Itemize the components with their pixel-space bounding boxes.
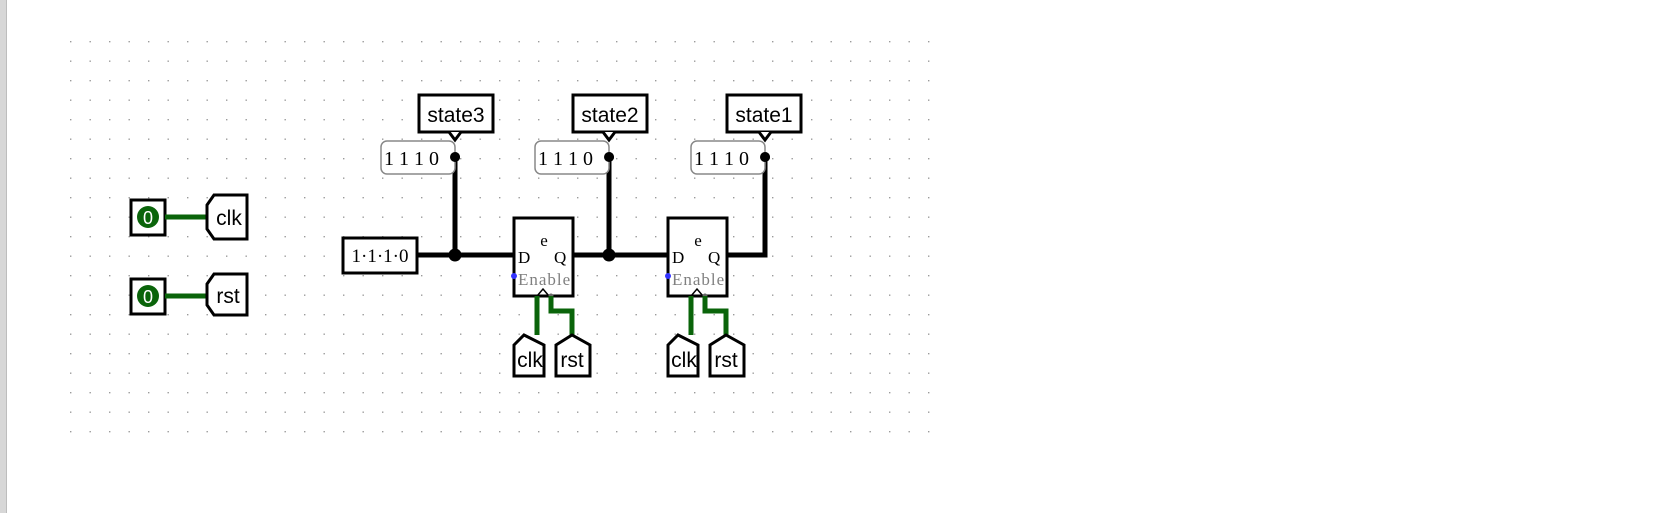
state2-probe-value: 1 1 1 0 [538, 148, 593, 170]
register-2-control-wires[interactable] [688, 296, 729, 335]
circuit-canvas[interactable]: 0 clk 0 rst 1·1·1·0 state3 [6, 0, 1653, 513]
register-2-rst-label: rst [714, 349, 737, 372]
clk-input-pin[interactable]: 0 [129, 198, 167, 237]
state2-output[interactable]: state2 [571, 93, 649, 143]
register-1-control-wires[interactable] [534, 296, 575, 335]
state3-label: state3 [427, 104, 484, 127]
constant-1110[interactable]: 1·1·1·0 [341, 236, 422, 275]
register-1-enable-port[interactable] [511, 273, 517, 279]
state2-label: state2 [581, 104, 638, 127]
register-1-rst-label: rst [560, 349, 583, 372]
register-2-d-label: D [672, 248, 684, 267]
clk-tunnel-label: clk [216, 207, 242, 230]
register-2[interactable]: e D Q Enable [665, 216, 729, 299]
register-2-clk-tunnel[interactable]: clk [666, 333, 700, 378]
rst-input-value: 0 [143, 287, 153, 307]
clk-input-value: 0 [143, 208, 153, 228]
state1-label: state1 [735, 104, 792, 127]
state1-probe-value: 1 1 1 0 [694, 148, 749, 170]
rst-input-pin[interactable]: 0 [129, 277, 167, 316]
register-1-top-label: e [540, 231, 548, 250]
register-2-clk-label: clk [671, 349, 697, 372]
grid-dots [70, 41, 930, 433]
register-1[interactable]: e D Q Enable [511, 216, 575, 299]
rst-tunnel-label: rst [216, 285, 239, 308]
register-1-clk-tunnel[interactable]: clk [512, 333, 546, 378]
state3-probe-value: 1 1 1 0 [384, 148, 439, 170]
window-left-edge [0, 0, 7, 513]
state1-probe[interactable]: 1 1 1 0 [690, 140, 766, 175]
probe-junctions [450, 152, 770, 162]
canvas-grid [70, 41, 930, 433]
register-2-enable-label: Enable [672, 270, 725, 289]
register-2-enable-port[interactable] [665, 273, 671, 279]
register-1-d-label: D [518, 248, 530, 267]
register-2-top-label: e [694, 231, 702, 250]
register-1-clk-label: clk [517, 349, 543, 372]
rst-tunnel[interactable]: rst [205, 272, 249, 317]
register-2-rst-tunnel[interactable]: rst [708, 333, 746, 378]
state3-probe[interactable]: 1 1 1 0 [380, 140, 456, 175]
constant-value: 1·1·1·0 [352, 246, 409, 267]
register-1-rst-tunnel[interactable]: rst [554, 333, 592, 378]
state1-output[interactable]: state1 [725, 93, 803, 143]
data-bus[interactable] [416, 154, 768, 258]
register-1-q-label: Q [554, 248, 566, 267]
state3-output[interactable]: state3 [417, 93, 495, 143]
clk-tunnel[interactable]: clk [205, 193, 249, 241]
register-2-q-label: Q [708, 248, 720, 267]
register-1-enable-label: Enable [518, 270, 571, 289]
state2-probe[interactable]: 1 1 1 0 [534, 140, 610, 175]
